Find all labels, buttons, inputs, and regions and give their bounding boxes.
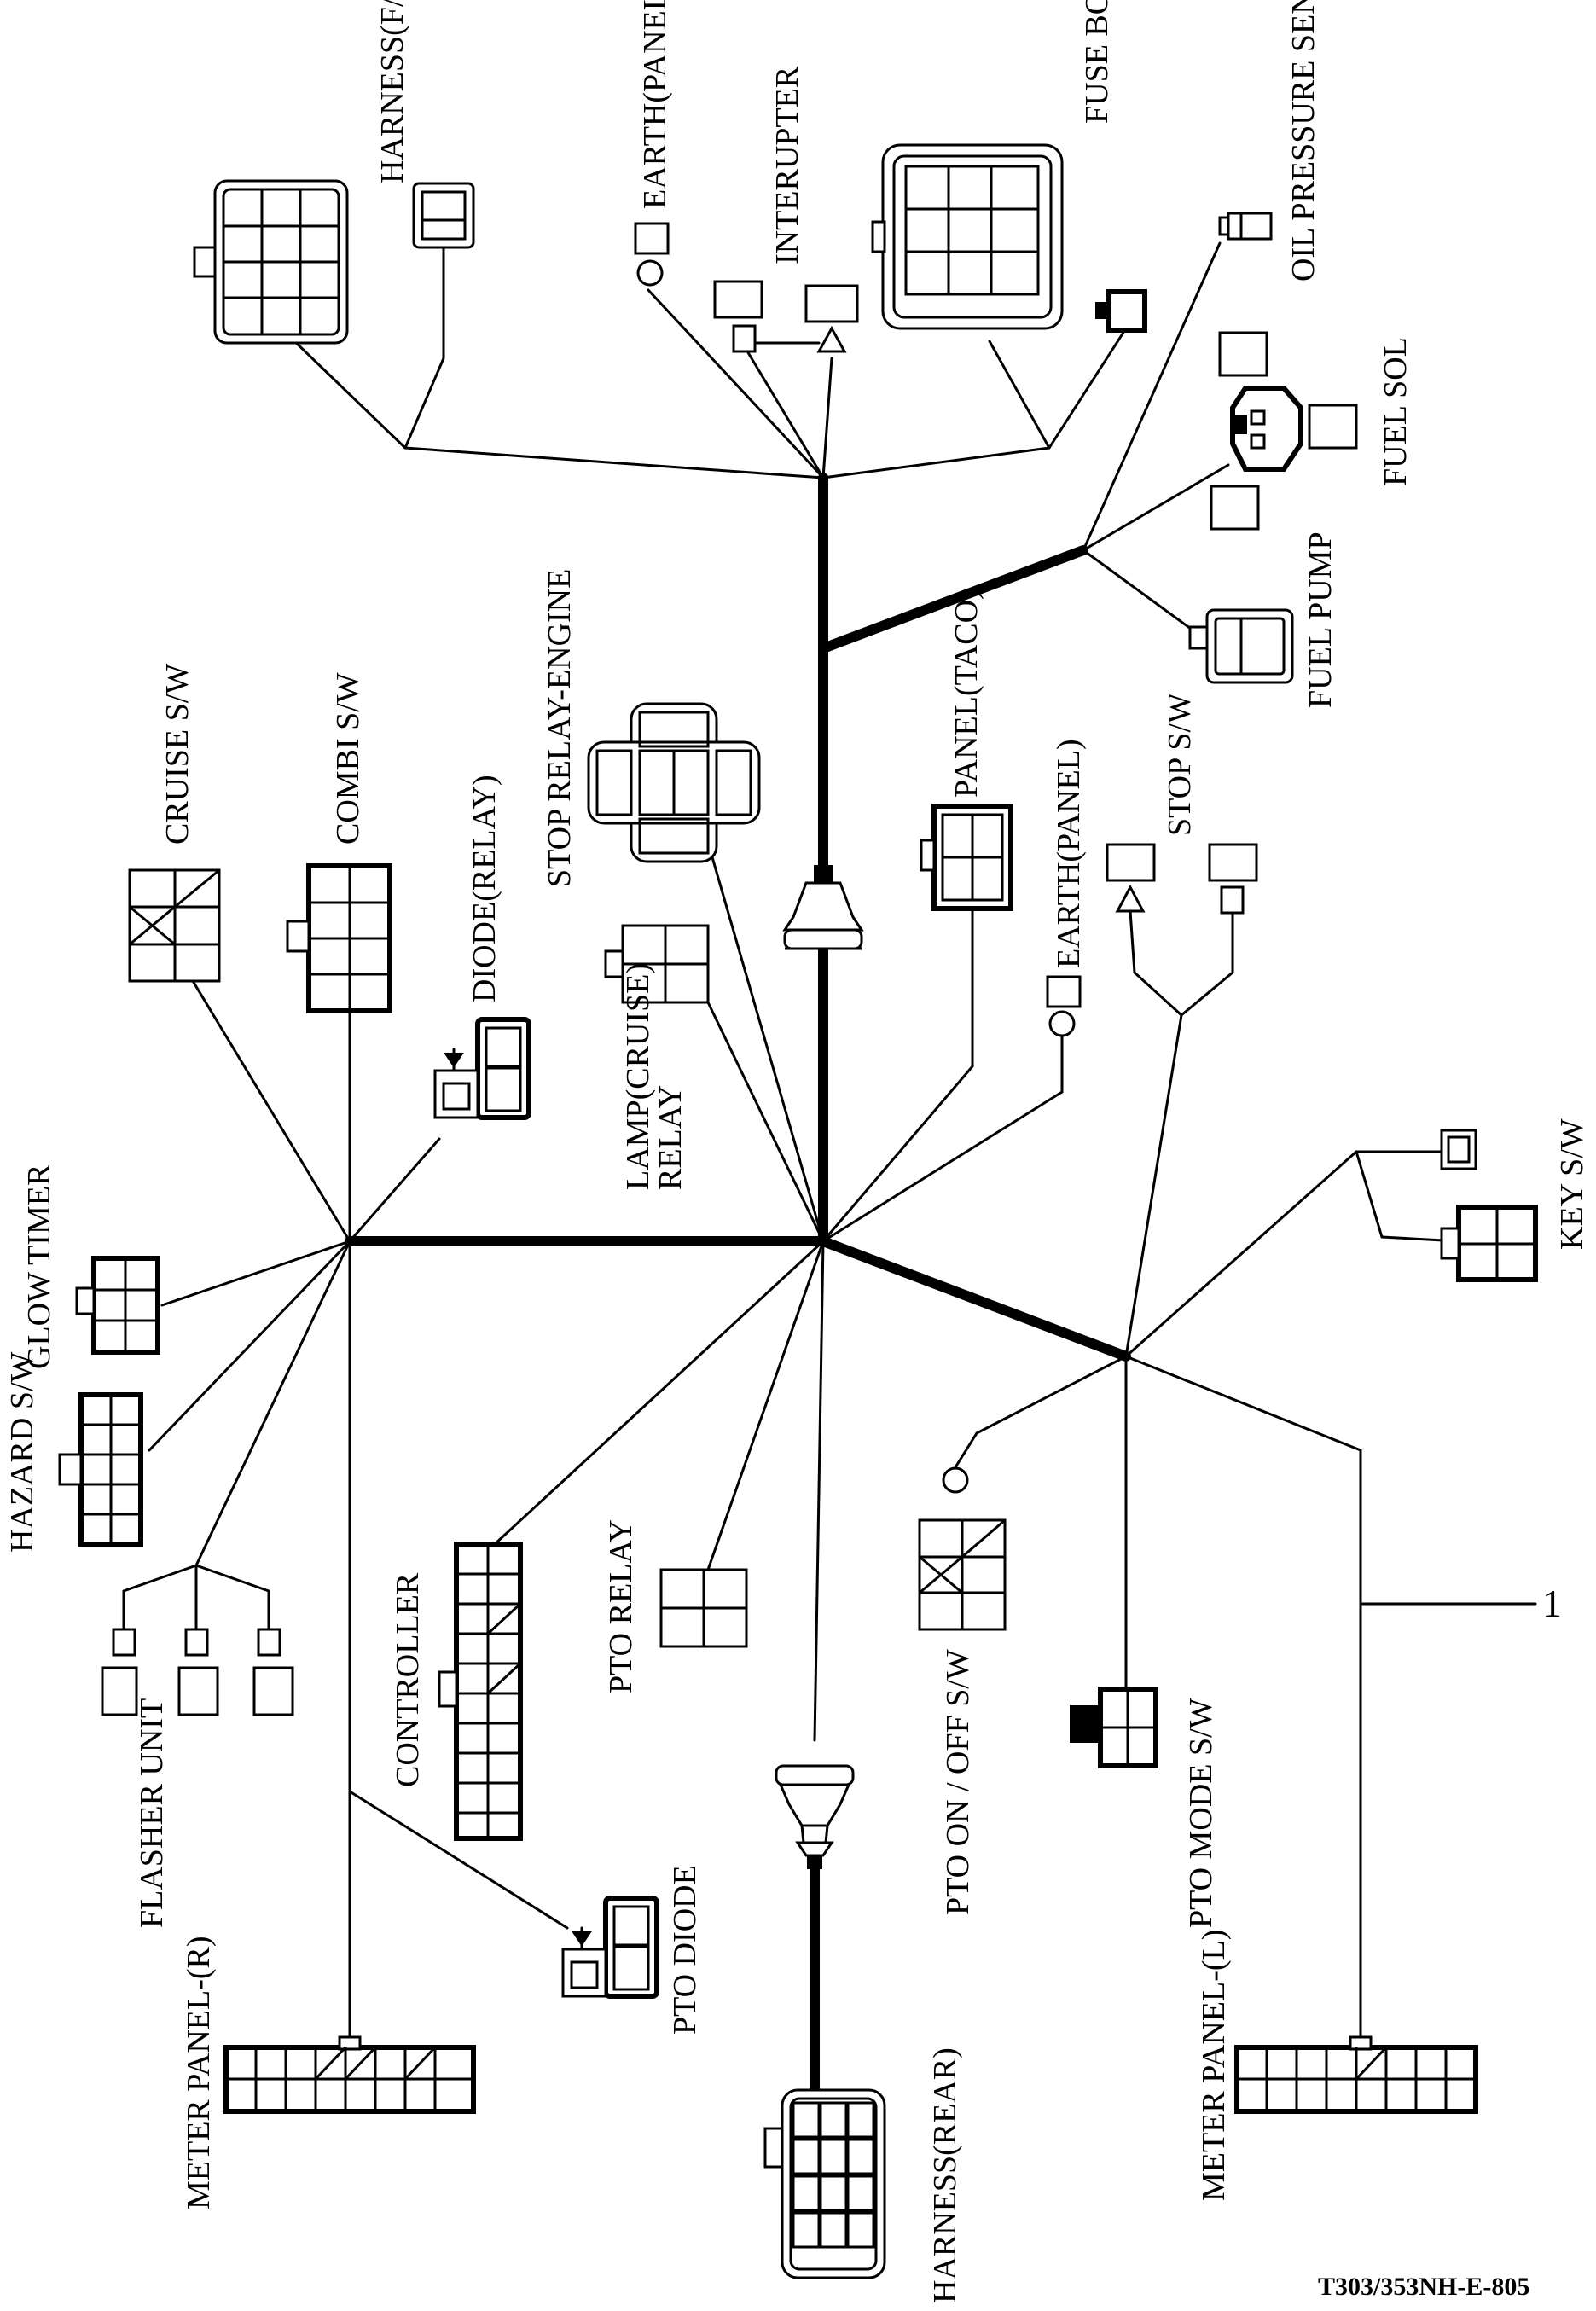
label-pto-on-off-sw: PTO ON / OFF S/W [940,1649,976,1915]
label-cruise-sw: CRUISE S/W [160,664,195,845]
drawing-code: T303/353NH-E-805 [1318,2273,1529,2301]
label-hazard-sw: HAZARD S/W [4,1351,40,1553]
lamp-cruise-relay-connector [604,924,710,1004]
stop-sw-connector [1106,843,1258,974]
flasher-unit-connectors [101,1628,294,1716]
harness-fg-connector [193,179,349,345]
fuse-box-small-connector [1095,289,1147,333]
fuse-box [871,143,1064,330]
label-pto-mode-sw: PTO MODE S/W [1183,1698,1219,1928]
label-earth-panel-top: EARTH(PANEL) [637,0,673,209]
label-pto-relay: PTO RELAY [603,1519,639,1693]
label-meter-panel-r: METER PANEL-(R) [181,1936,217,2209]
diode-relay-connector [433,1017,531,1120]
harness-grommet-upper [782,865,864,950]
label-combi-sw: COMBI S/W [330,672,366,845]
combi-sw-connector [286,863,392,1013]
label-diode-relay: DIODE(RELAY) [467,775,502,1002]
label-interupter: INTERUPTER [769,66,805,264]
label-glow-timer: GLOW TIMER [21,1164,57,1369]
meter-panel-l-connector [1234,2035,1478,2114]
labels: HARNESS(F/G) EARTH(PANEL) INTERUPTER FUS… [4,0,1590,2303]
label-controller: CONTROLLER [390,1572,426,1787]
cruise-sw-connector [128,868,221,983]
branch-wires [122,241,1537,2041]
pto-relay-connector [659,1568,748,1648]
label-panel-taco: PANEL(TACO) [949,589,984,798]
label-fuel-sol: FUEL SOL [1378,337,1413,486]
glow-timer-connector [75,1256,160,1355]
label-flasher-unit: FLASHER UNIT [134,1698,170,1928]
fuel-sol-connector [1210,331,1358,531]
harness-grommet-lower [775,1764,855,1967]
pto-on-off-sw-connector [918,1466,1007,1631]
key-sw-connector [1440,1129,1538,1282]
fuel-pump-connector [1188,608,1294,684]
label-pto-diode: PTO DIODE [667,1865,703,2035]
label-lamp-cruise-1: LAMP(CRUISE) [620,963,656,1190]
label-harness-fg: HARNESS(F/G) [374,0,410,183]
label-stop-sw: STOP S/W [1162,693,1198,836]
label-harness-rear: HARNESS(REAR) [927,2047,963,2303]
label-oil-pressure-sensor: OIL PRESSURE SENSOR [1286,0,1321,282]
pto-mode-sw-connector [1070,1687,1158,1768]
pto-diode-connector [561,1896,659,1999]
hazard-sw-connector [58,1392,143,1547]
panel-taco-connector [920,804,1013,911]
harness-rear-connector [763,2088,886,2279]
main-trunk [345,473,1131,2129]
callout-number: 1 [1542,1582,1562,1625]
label-stop-relay-engine: STOP RELAY-ENGINE [542,569,577,887]
earth-panel-top-terminal [634,222,670,287]
controller-connector [438,1542,523,1841]
label-lamp-cruise-2: RELAY [653,1085,688,1190]
oil-pressure-sensor-connector [1218,212,1273,241]
stop-relay-engine-connector [587,702,761,863]
harness-fg-small-connector [412,182,475,249]
label-key-sw: KEY S/W [1554,1118,1590,1250]
label-meter-panel-l: METER PANEL-(L) [1196,1930,1232,2201]
interupter-connector [713,280,859,353]
earth-panel-mid-terminal [1046,975,1082,1037]
label-fuse-box: FUSE BOX [1079,0,1115,124]
label-earth-panel-mid: EARTH(PANEL) [1051,739,1087,968]
meter-panel-r-connector [223,2035,476,2114]
label-fuel-pump: FUEL PUMP [1303,531,1338,708]
